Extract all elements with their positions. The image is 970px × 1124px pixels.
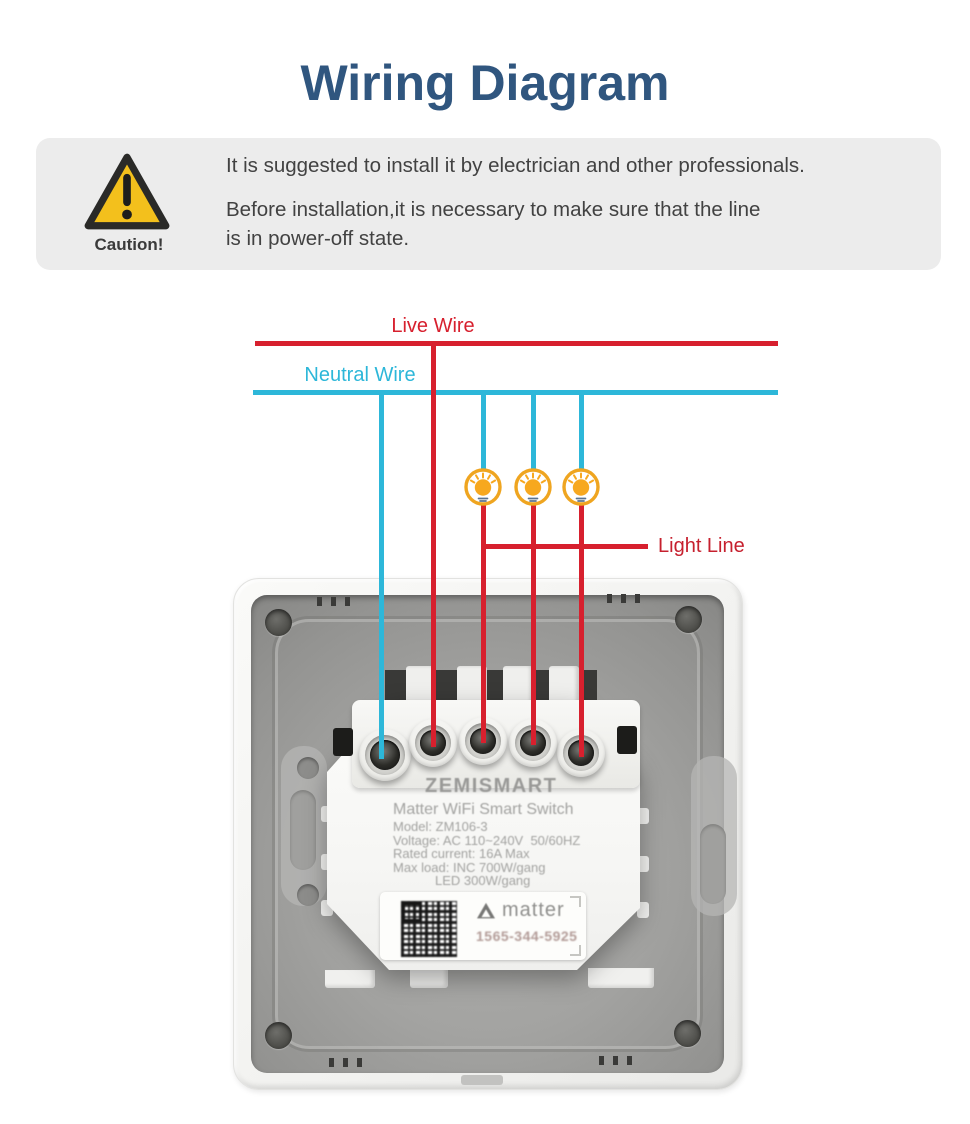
- bulb-load-drop: [481, 505, 486, 743]
- screw-hole: [265, 1022, 292, 1049]
- bulb-load-drop: [579, 505, 584, 757]
- module-clip: [637, 856, 649, 872]
- qr-code: [401, 901, 457, 957]
- rated-current-text: Rated current: 16A Max: [393, 846, 530, 861]
- frame-notch: [607, 594, 612, 603]
- page-title: Wiring Diagram: [300, 55, 670, 111]
- frame-notch: [329, 1058, 334, 1067]
- light-line: [481, 544, 648, 549]
- matter-logo-text: matter: [502, 899, 565, 921]
- neutral-wire-label: Neutral Wire: [304, 364, 416, 386]
- frame-notch: [627, 1056, 632, 1065]
- product-name: Matter WiFi Smart Switch: [393, 801, 574, 818]
- molded-slot: [700, 824, 726, 904]
- frame-notch: [621, 594, 626, 603]
- light-bulb-icon: [562, 468, 600, 506]
- module-clip: [637, 808, 649, 824]
- molded-slot: [290, 790, 316, 870]
- screw-hole: [265, 609, 292, 636]
- max-load-text: Max load: INC 700W/gang: [393, 859, 546, 875]
- frame-notch: [345, 597, 350, 606]
- module-foot: [325, 970, 375, 988]
- side-slot: [333, 728, 353, 756]
- caution-text-line: Before installation,it is necessary to m…: [226, 198, 761, 221]
- neutral-wire-drop: [379, 392, 384, 759]
- sticker-crop-mark: [570, 896, 581, 907]
- frame-notch: [343, 1058, 348, 1067]
- caution-box: Caution! It is suggested to install it b…: [36, 138, 941, 270]
- matter-logo: matter: [476, 899, 565, 922]
- terminal-tab: [503, 666, 533, 702]
- screw-hole: [675, 606, 702, 633]
- live-wire-line: [255, 341, 778, 346]
- model-text: Model: ZM106-3: [393, 819, 488, 834]
- matter-pairing-code: 1565-344-5925: [476, 928, 578, 944]
- frame-notch: [317, 597, 322, 606]
- side-slot: [617, 726, 637, 754]
- bulb-neutral-drop: [481, 392, 486, 470]
- matter-triangle-icon: [477, 902, 495, 918]
- frame-notch: [635, 594, 640, 603]
- screw-terminal: [359, 729, 411, 781]
- module-clip: [637, 902, 649, 918]
- module-foot: [410, 970, 448, 988]
- bulb-load-drop: [531, 505, 536, 745]
- frame-notch: [357, 1058, 362, 1067]
- light-bulb-icon: [464, 468, 502, 506]
- max-load-text: LED 300W/gang: [435, 873, 531, 888]
- light-bulb-icon: [514, 468, 552, 506]
- light-line-label: Light Line: [658, 535, 745, 557]
- bulb-neutral-drop: [579, 392, 584, 470]
- terminal-tab: [549, 666, 579, 702]
- brand-logo: ZEMISMART: [425, 775, 558, 797]
- matter-sticker: matter 1565-344-5925: [380, 892, 586, 960]
- screw-terminal: [557, 729, 605, 777]
- module-foot: [588, 968, 654, 988]
- screw-hole: [674, 1020, 701, 1047]
- mounting-hole: [297, 884, 319, 906]
- frame-notch: [599, 1056, 604, 1065]
- mounting-hole: [297, 757, 319, 779]
- bulb-neutral-drop: [531, 392, 536, 470]
- neutral-wire-line: [253, 390, 778, 395]
- switch-back-photo: ZEMISMART Matter WiFi Smart Switch Model…: [233, 578, 743, 1090]
- voltage-text: Voltage: AC 110~240V 50/60HZ: [393, 832, 581, 848]
- sticker-crop-mark: [570, 945, 581, 956]
- live-wire-label: Live Wire: [391, 315, 475, 337]
- caution-label: Caution!: [94, 235, 164, 254]
- frame-bottom-notch: [461, 1075, 503, 1085]
- frame-notch: [331, 597, 336, 606]
- warning-triangle-icon: [84, 153, 170, 230]
- caution-text-line: is in power-off state.: [226, 227, 410, 250]
- frame-notch: [613, 1056, 618, 1065]
- caution-text-line: It is suggested to install it by electri…: [226, 154, 805, 177]
- live-wire-drop: [431, 343, 436, 747]
